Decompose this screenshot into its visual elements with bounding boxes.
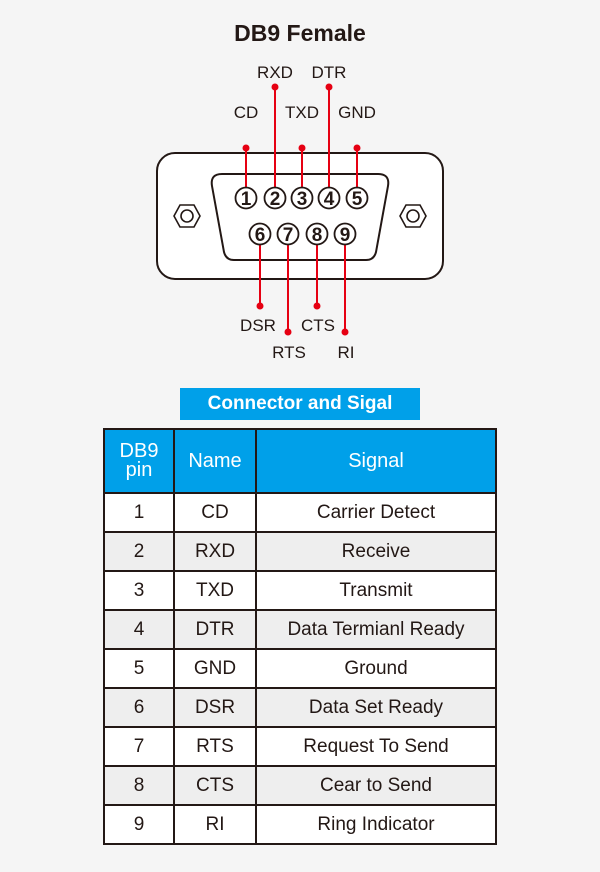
header-name: Name [173, 428, 257, 494]
wire-dot-pin-8 [313, 302, 321, 310]
cell-pin: 2 [103, 531, 175, 572]
wire-dot-pin-3 [298, 144, 306, 152]
cell-signal: Ground [255, 648, 497, 689]
section-title: Connector and Sigal [180, 388, 420, 420]
wire-dot-pin-5 [353, 144, 361, 152]
wire-dot-pin-6 [256, 302, 264, 310]
wire-dot-pin-9 [341, 328, 349, 336]
pin-label-dsr: DSR [240, 316, 276, 335]
cell-pin: 5 [103, 648, 175, 689]
pin-4-circle [317, 186, 341, 210]
cell-name: DTR [173, 609, 257, 650]
pin-label-cd: CD [234, 103, 259, 122]
cell-pin: 4 [103, 609, 175, 650]
wire-dot-pin-1 [242, 144, 250, 152]
pin-label-rts: RTS [272, 343, 306, 362]
diagram-title: DB9 Female [234, 20, 366, 46]
pin-3-number: 3 [297, 189, 308, 210]
pin-5-number: 5 [352, 189, 363, 210]
header-signal: Signal [255, 428, 497, 494]
cell-signal: Data Set Ready [255, 687, 497, 728]
cell-signal: Ring Indicator [255, 804, 497, 845]
pin-7-number: 7 [283, 225, 294, 246]
pin-6-circle [248, 222, 272, 246]
header-pin-line2: pin [125, 459, 153, 481]
pin-label-rxd: RXD [257, 63, 293, 82]
cell-name: RXD [173, 531, 257, 572]
pin-1-circle [234, 186, 258, 210]
cell-name: RTS [173, 726, 257, 767]
cell-pin: 6 [103, 687, 175, 728]
pin-8-number: 8 [312, 225, 323, 246]
right-hex-nut-icon [399, 204, 427, 228]
wire-dot-pin-2 [271, 83, 279, 91]
cell-name: GND [173, 648, 257, 689]
cell-name: TXD [173, 570, 257, 611]
cell-signal: Data Termianl Ready [255, 609, 497, 650]
wire-dot-pin-4 [325, 83, 333, 91]
pin-label-dtr: DTR [312, 63, 347, 82]
pin-9-circle [333, 222, 357, 246]
cell-signal: Cear to Send [255, 765, 497, 806]
pin-6-number: 6 [255, 225, 266, 246]
cell-pin: 3 [103, 570, 175, 611]
cell-pin: 8 [103, 765, 175, 806]
cell-name: RI [173, 804, 257, 845]
cell-pin: 7 [103, 726, 175, 767]
cell-pin: 1 [103, 492, 175, 533]
pin-1-number: 1 [241, 189, 252, 210]
pin-8-circle [305, 222, 329, 246]
pin-2-circle [263, 186, 287, 210]
cell-pin: 9 [103, 804, 175, 845]
left-hex-nut-icon [173, 204, 201, 228]
pin-label-gnd: GND [338, 103, 376, 122]
pin-7-circle [276, 222, 300, 246]
cell-name: CD [173, 492, 257, 533]
header-pin-line1: DB9 [119, 440, 159, 462]
pin-2-number: 2 [270, 189, 281, 210]
cell-signal: Request To Send [255, 726, 497, 767]
wire-dot-pin-7 [284, 328, 292, 336]
cell-signal: Transmit [255, 570, 497, 611]
cell-name: CTS [173, 765, 257, 806]
pin-5-circle [345, 186, 369, 210]
cell-signal: Receive [255, 531, 497, 572]
pin-label-ri: RI [338, 343, 355, 362]
pin-3-circle [290, 186, 314, 210]
pin-label-cts: CTS [301, 316, 335, 335]
pin-4-number: 4 [324, 189, 335, 210]
pin-label-txd: TXD [285, 103, 319, 122]
cell-signal: Carrier Detect [255, 492, 497, 533]
pin-9-number: 9 [340, 225, 351, 246]
cell-name: DSR [173, 687, 257, 728]
